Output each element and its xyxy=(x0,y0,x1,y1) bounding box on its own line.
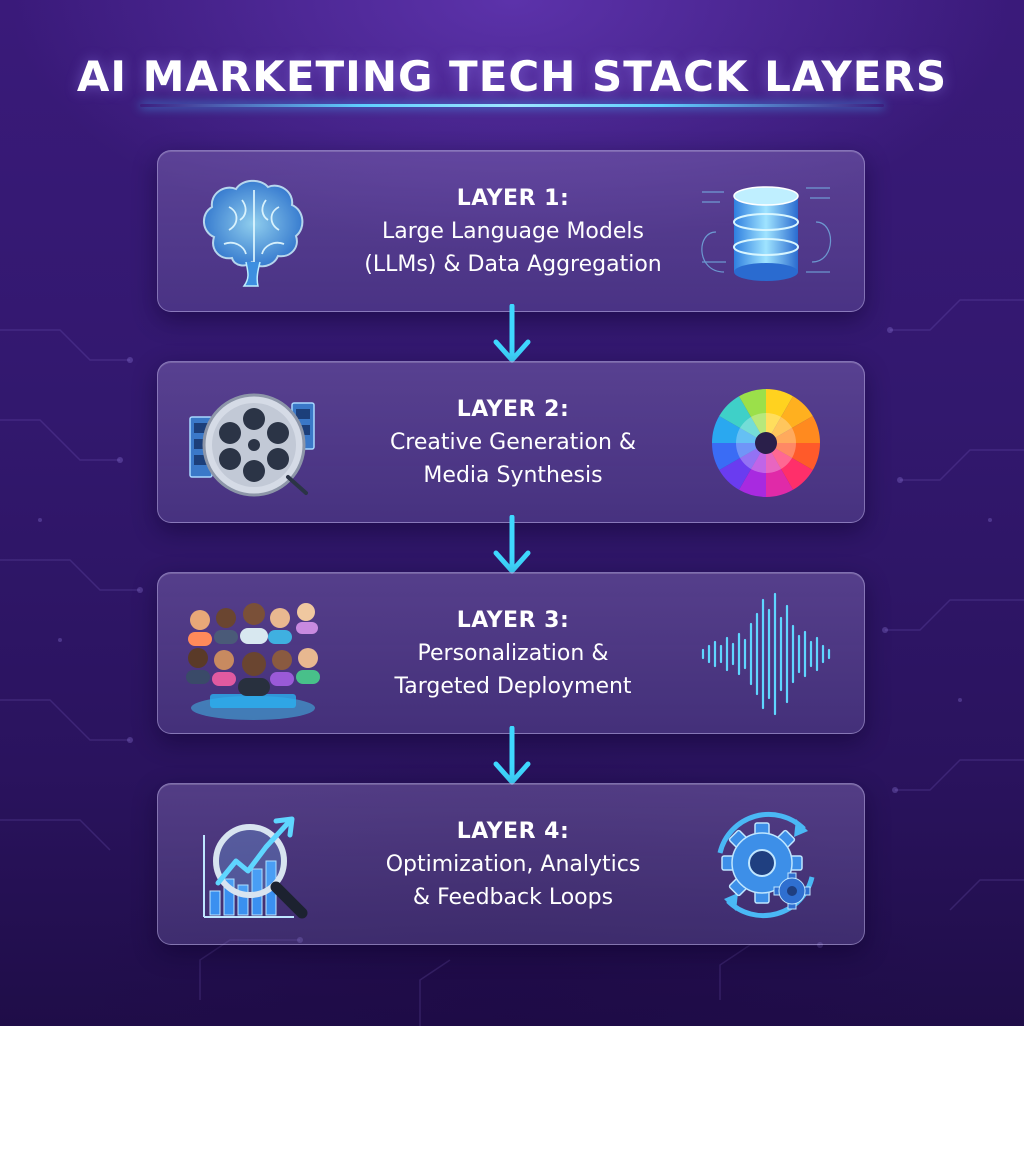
down-arrow-icon xyxy=(493,726,531,785)
sound-wave-icon xyxy=(701,592,831,716)
down-arrow-icon xyxy=(493,304,531,363)
brain-icon xyxy=(203,179,304,287)
bottom-blank-area xyxy=(0,1026,1024,1154)
layer-description-line-1: Creative Generation & xyxy=(389,430,637,455)
layer-description-line-2: Media Synthesis xyxy=(423,463,603,488)
down-arrow-icon xyxy=(493,515,531,574)
circuit-background xyxy=(0,299,1024,1026)
layer-description-line-1: Optimization, Analytics xyxy=(385,852,641,877)
layer-label: LAYER 3: xyxy=(456,608,570,633)
layer-card-1: LAYER 1: Large Language Models (LLMs) & … xyxy=(157,150,865,312)
page-title: AI MARKETING TECH STACK LAYERS xyxy=(76,52,948,101)
color-wheel-icon xyxy=(711,388,821,498)
audience-group-icon xyxy=(186,603,320,720)
layer-description-line-2: & Feedback Loops xyxy=(412,885,614,910)
layer-label: LAYER 1: xyxy=(456,186,570,211)
analytics-magnifier-icon xyxy=(203,816,308,919)
database-icon xyxy=(701,186,832,281)
infographic-poster: AI MARKETING TECH STACK LAYERS LAYER 1: … xyxy=(0,0,1024,1026)
layer-description-line-2: (LLMs) & Data Aggregation xyxy=(364,252,662,277)
layer-description-line-1: Personalization & xyxy=(417,641,609,666)
gear-cycle-icon xyxy=(717,811,815,919)
layer-label: LAYER 2: xyxy=(456,397,570,422)
layer-label: LAYER 4: xyxy=(456,819,570,844)
title-underline xyxy=(140,104,884,107)
layer-card-4: LAYER 4: Optimization, Analytics & Feedb… xyxy=(157,783,865,945)
layer-card-3: LAYER 3: Personalization & Targeted Depl… xyxy=(157,572,865,734)
layer-description-line-1: Large Language Models xyxy=(382,219,644,244)
layer-description-line-2: Targeted Deployment xyxy=(394,674,632,699)
film-reel-icon xyxy=(189,393,315,497)
layer-card-2: LAYER 2: Creative Generation & Media Syn… xyxy=(157,361,865,523)
